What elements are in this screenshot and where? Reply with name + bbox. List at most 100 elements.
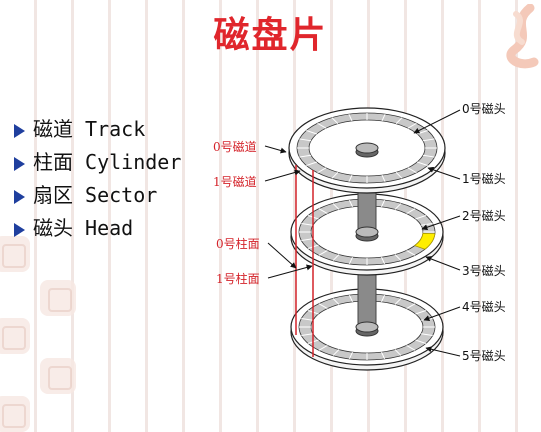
sector-divider (381, 199, 386, 208)
platter-stack (288, 107, 446, 371)
term-list: 磁道 Track 柱面 Cylinder 扇区 Sector 磁头 Head (14, 115, 181, 247)
sector-divider (407, 122, 417, 129)
sector-divider (381, 294, 386, 303)
bullet-arrow-icon (14, 222, 25, 237)
head-4-pointer (423, 306, 461, 321)
bullet-arrow-icon (14, 123, 25, 138)
term-chinese: 扇区 (33, 183, 73, 207)
sector-divider (306, 130, 317, 135)
track-0-pointer (264, 145, 287, 154)
head-3-label: 3号磁头 (462, 263, 506, 278)
decorative-seal (0, 318, 30, 354)
term-chinese: 磁道 (33, 117, 73, 141)
term-chinese: 柱面 (33, 150, 73, 174)
sector-divider (417, 130, 428, 135)
sector-divider (318, 303, 328, 310)
head-2-pointer (421, 215, 461, 231)
sector-divider (407, 167, 417, 174)
track-0-label: 0号磁道 (213, 139, 257, 154)
head-1-label: 1号磁头 (462, 171, 506, 186)
sector-divider (394, 203, 402, 210)
track-1-label: 1号磁道 (213, 174, 257, 189)
sector-divider (406, 303, 416, 310)
head-3-pointer (425, 256, 461, 271)
sector-divider (301, 222, 313, 226)
sector-divider (332, 254, 340, 261)
sector-divider (348, 174, 353, 183)
bullet-arrow-icon (14, 156, 25, 171)
corner-flourish-icon (506, 4, 539, 69)
sector-divider (301, 317, 313, 321)
sector-divider (394, 349, 402, 356)
sector-divider (318, 208, 328, 215)
sector-divider (395, 171, 403, 179)
hub-0 (355, 142, 379, 154)
decorative-seal (40, 358, 76, 394)
sector-divider (348, 351, 353, 360)
decorative-seal (40, 280, 76, 316)
term-english: Sector (85, 183, 158, 207)
term-english: Cylinder (85, 150, 182, 174)
disk-platter-diagram: 0号磁道 1号磁道 0号柱面 1号柱面 0号磁头 1号磁头 2号磁头 3号磁头 … (213, 101, 506, 371)
sector-divider (299, 138, 312, 142)
list-item: 柱面 Cylinder (14, 148, 181, 181)
sector-divider (406, 249, 416, 256)
track-1-pointer (264, 169, 301, 182)
head-0-label: 0号磁头 (462, 101, 506, 116)
bullet-arrow-icon (14, 189, 25, 204)
sector-divider (348, 294, 353, 303)
list-item: 磁道 Track (14, 115, 181, 148)
hub-2 (355, 321, 379, 333)
cylinder-1-label: 1号柱面 (216, 271, 260, 286)
sector-divider (348, 113, 353, 122)
sector-divider (332, 349, 340, 356)
cylinder-0-pointer (267, 242, 297, 269)
hub-1 (355, 226, 379, 238)
sector-divider (306, 161, 317, 166)
sector-divider (381, 174, 386, 183)
cylinder-1-pointer (267, 264, 313, 279)
head-0-pointer (413, 109, 461, 134)
sector-divider (348, 199, 353, 208)
sector-divider (318, 249, 328, 256)
sector-divider (422, 138, 435, 142)
term-english: Track (85, 117, 146, 141)
sector-divider (395, 117, 403, 125)
sector-divider (421, 333, 433, 337)
term-english: Head (85, 216, 134, 240)
sector-divider (406, 208, 416, 215)
sector-divider (422, 154, 435, 158)
sector-divider (331, 117, 339, 125)
sector-divider (406, 344, 416, 351)
sector-divider (318, 344, 328, 351)
sector-divider (415, 215, 427, 220)
list-item: 扇区 Sector (14, 181, 181, 214)
sector-divider (415, 310, 427, 315)
sector-divider (317, 167, 327, 174)
sector-divider (381, 351, 386, 360)
sector-divider (348, 256, 353, 265)
sector-divider (301, 238, 313, 242)
sector-divider (415, 339, 427, 344)
head-2-label: 2号磁头 (462, 208, 506, 223)
highlighted-sector (413, 232, 436, 250)
sector-divider (317, 122, 327, 129)
sector-divider (417, 161, 428, 166)
sector-divider (394, 298, 402, 305)
list-item: 磁头 Head (14, 214, 181, 247)
page-title: 磁盘片 (213, 14, 328, 56)
sector-divider (332, 203, 340, 210)
sector-divider (301, 333, 313, 337)
head-5-pointer (425, 346, 461, 357)
sector-divider (299, 154, 312, 158)
head-5-label: 5号磁头 (462, 348, 506, 363)
term-chinese: 磁头 (33, 216, 73, 240)
cylinder-0-label: 0号柱面 (216, 236, 260, 251)
sector-divider (394, 254, 402, 261)
head-4-label: 4号磁头 (462, 299, 506, 314)
sector-divider (332, 298, 340, 305)
sector-divider (381, 256, 386, 265)
sector-divider (381, 113, 386, 122)
head-1-pointer (427, 166, 461, 180)
sector-divider (331, 171, 339, 179)
